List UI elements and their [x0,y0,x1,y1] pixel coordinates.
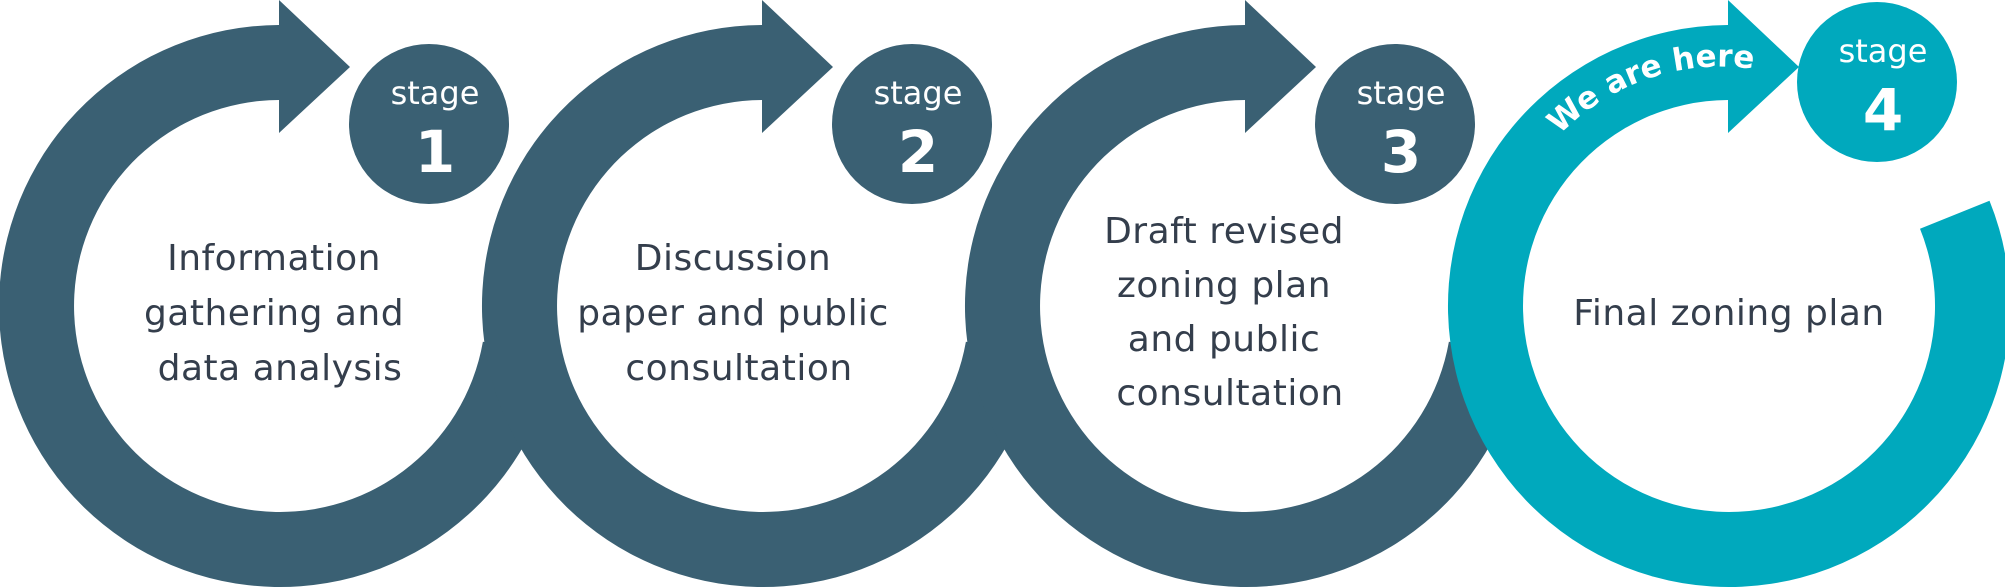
stage-2-badge [832,44,992,204]
stage-1-description-line: gathering and [144,293,404,334]
stage-2: stage 2 Discussion paper and public cons… [481,0,1040,587]
stage-3-description-line: consultation [1116,373,1343,414]
stage-2-description-line: Discussion [635,238,831,279]
stage-1-badge-label: stage [391,74,480,112]
stage-3-badge-label: stage [1357,74,1446,112]
stage-4-badge [1797,2,1957,162]
stage-4-badge-number: 4 [1863,76,1903,144]
stage-4: stage 4 Final zoning plan We are here [1448,0,2005,587]
stage-1: stage 1 Information gathering and data a… [0,0,557,587]
stage-2-arrow-ring [481,0,1040,587]
stage-3-badge [1315,44,1475,204]
stage-1-badge [349,44,509,204]
stage-3-description-line: and public [1128,319,1321,360]
stage-2-description-line: paper and public [577,293,889,334]
stage-4-badge-label: stage [1839,32,1928,70]
stage-2-description: Discussion paper and public consultation [577,238,901,389]
stage-1-badge-number: 1 [415,118,455,186]
stage-3-badge-number: 3 [1381,118,1421,186]
stage-2-description-line: consultation [625,348,852,389]
stage-1-arrow-ring [0,0,557,587]
stage-1-description: Information gathering and data analysis [144,238,416,389]
stage-1-description-line: Information [167,238,381,279]
stage-1-description-line: data analysis [158,348,403,389]
stage-3-arrow-ring [964,0,1523,587]
stage-3-description-line: zoning plan [1117,265,1331,306]
stage-2-badge-number: 2 [898,118,938,186]
stage-3: stage 3 Draft revised zoning plan and pu… [964,0,1523,587]
stage-4-arrow-ring [1448,0,2005,587]
stage-3-description: Draft revised zoning plan and public con… [1104,211,1356,414]
stage-3-description-line: Draft revised [1104,211,1344,252]
stage-4-description: Final zoning plan [1573,293,1885,334]
stage-4-description-line: Final zoning plan [1573,293,1885,334]
stage-2-badge-label: stage [874,74,963,112]
